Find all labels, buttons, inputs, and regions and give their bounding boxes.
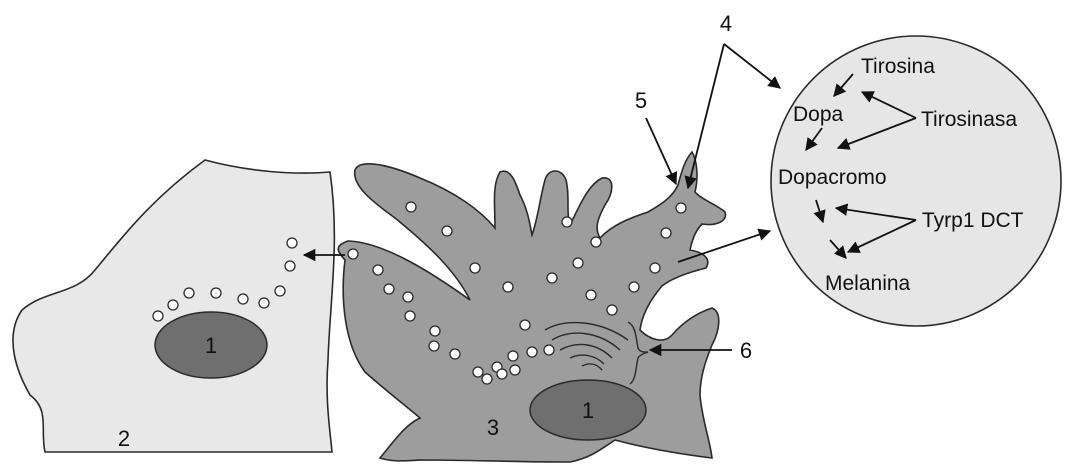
pathway-tyrp1-dct: Tyrp1 DCT: [922, 209, 1024, 232]
label-melanocyte: 3: [487, 415, 499, 440]
label-melanocyte-nucleus: 1: [582, 398, 594, 423]
pathway-tirosinasa: Tirosinasa: [921, 108, 1017, 131]
pathway-dopa: Dopa: [793, 103, 844, 126]
pathway-melanina: Melanina: [825, 272, 911, 295]
label-keratinocyte-nucleus: 1: [205, 333, 217, 358]
label-keratinocyte: 2: [118, 426, 130, 451]
arrow-5: [646, 118, 676, 184]
label-golgi: 6: [740, 338, 752, 363]
pathway-dopacromo: Dopacromo: [778, 166, 887, 189]
arrow-4-to-inset: [724, 44, 780, 88]
pathway-tirosina: Tirosina: [861, 55, 935, 78]
arrow-4-to-melanosome: [688, 44, 724, 188]
label-melanosome: 4: [720, 11, 732, 36]
label-dendrite-tip: 5: [635, 88, 647, 113]
